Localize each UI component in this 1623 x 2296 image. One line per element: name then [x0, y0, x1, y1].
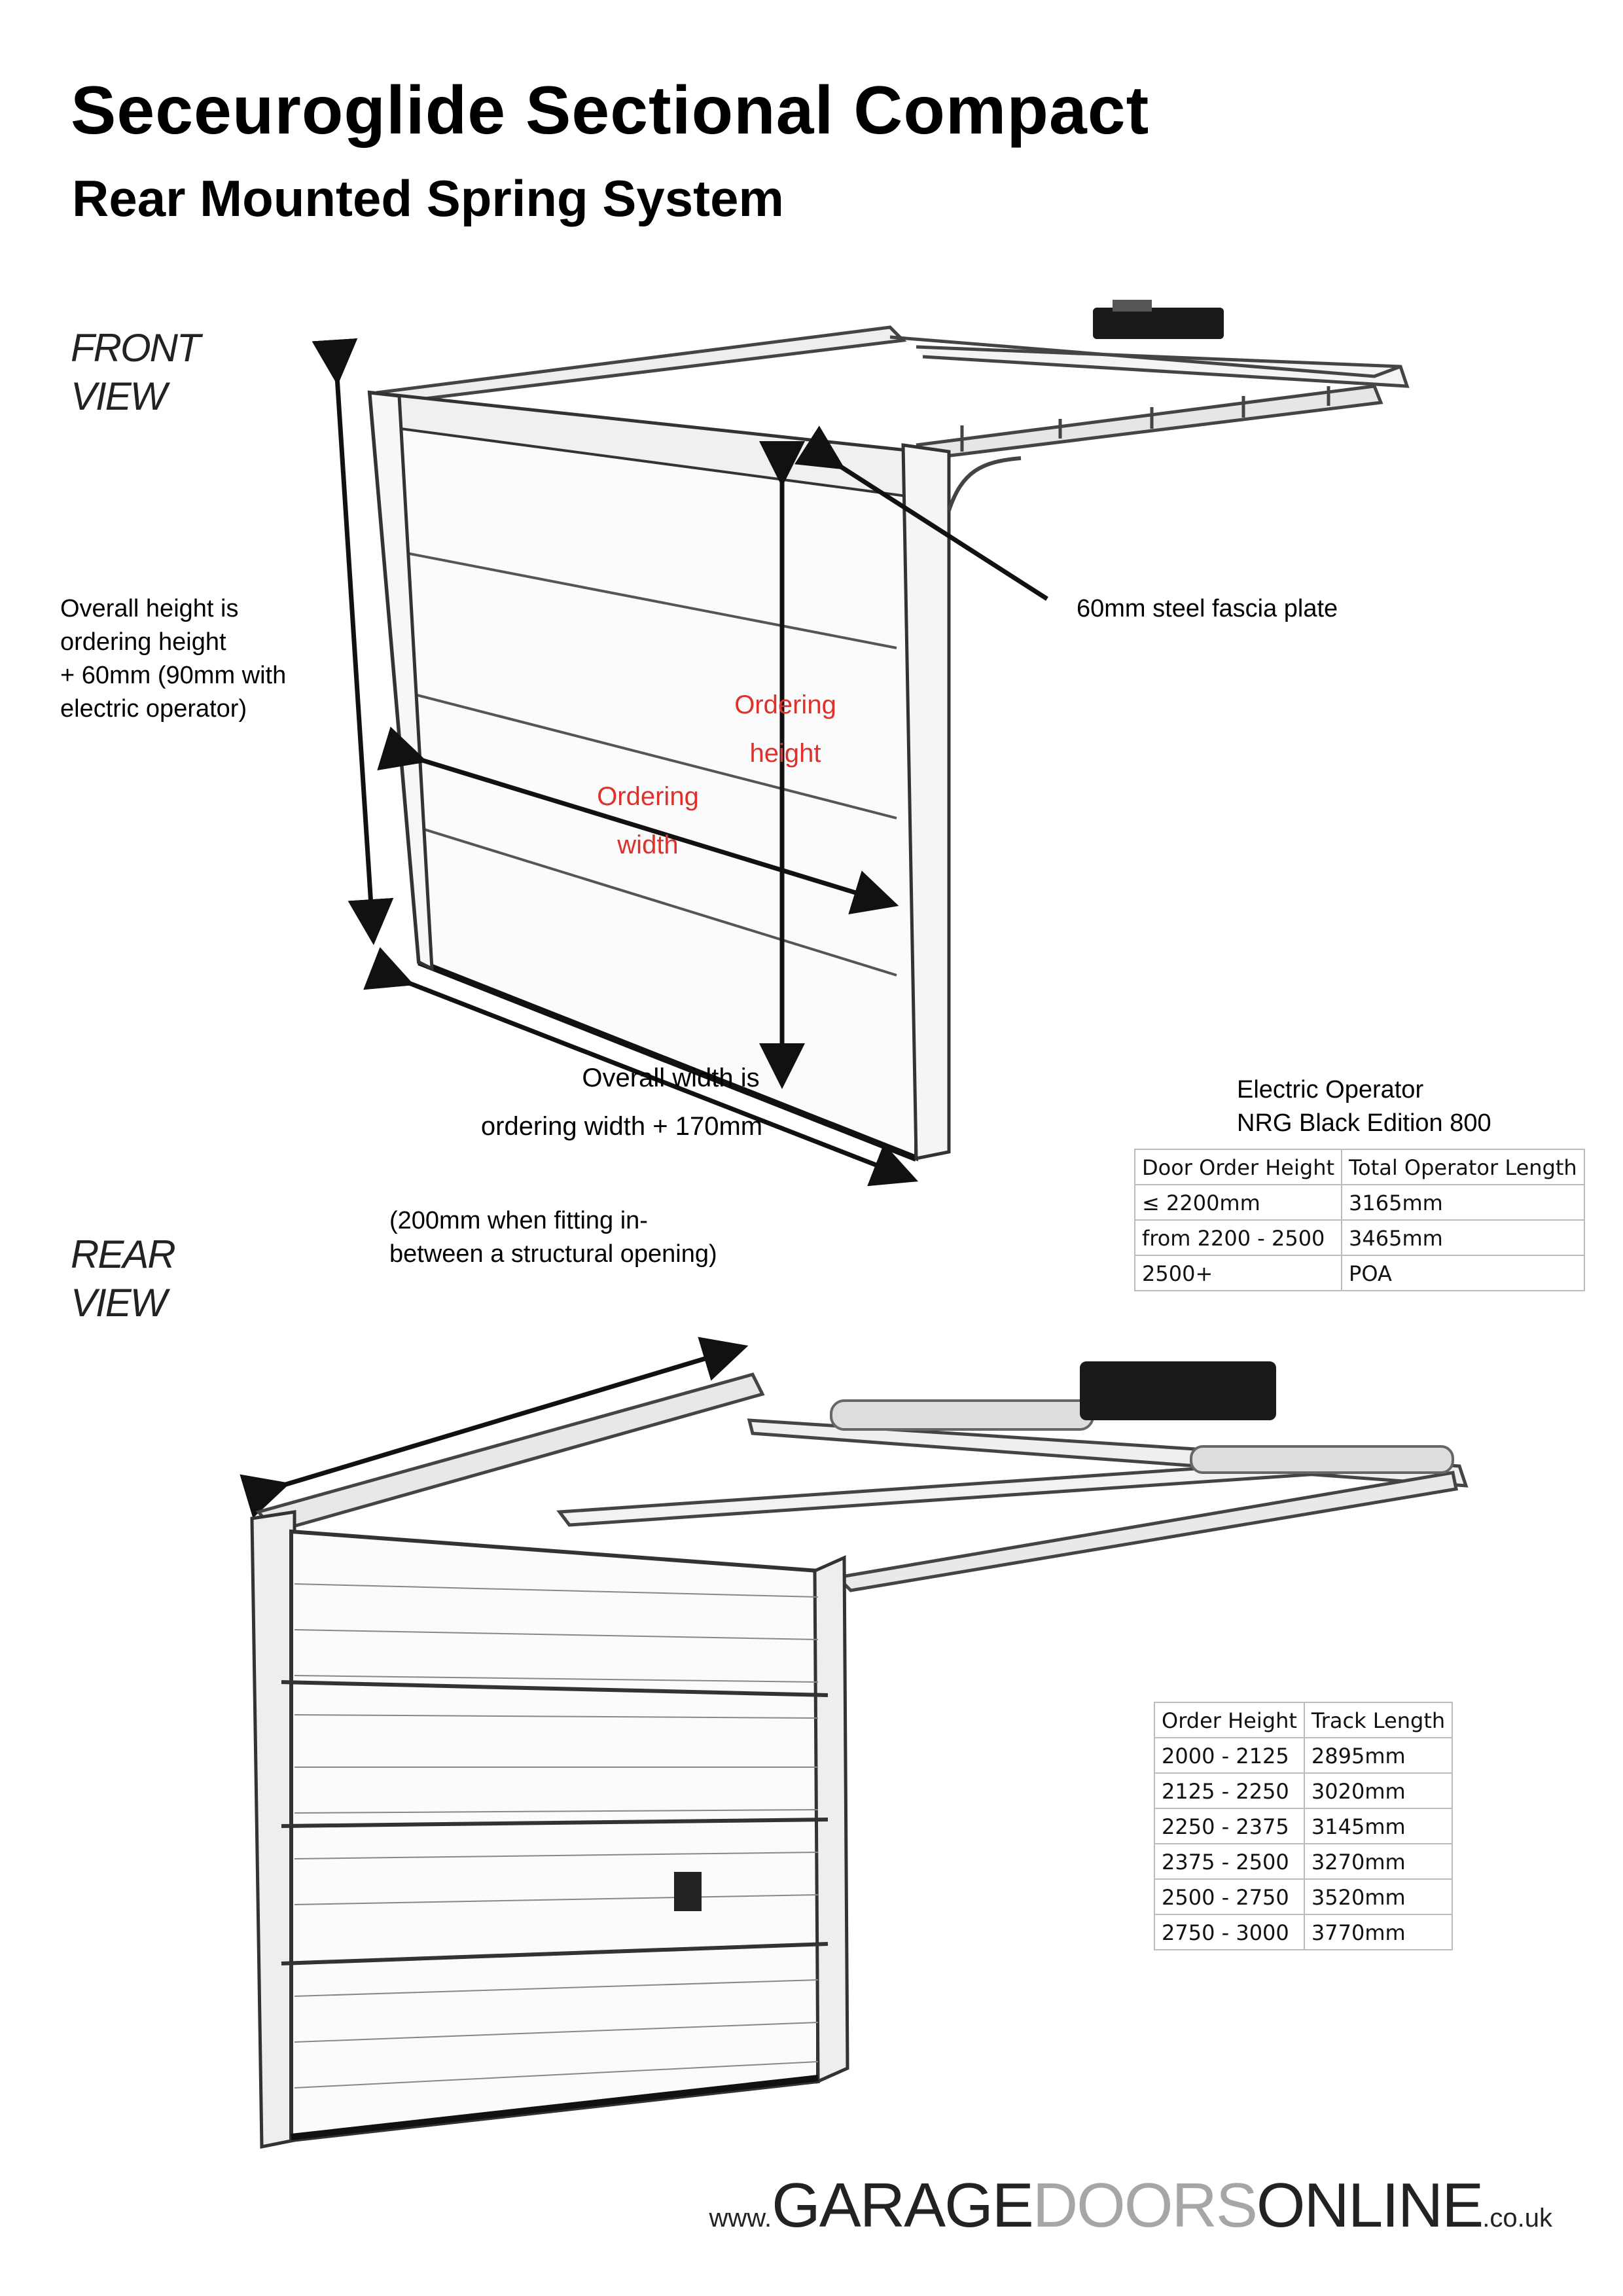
table-cell: 2250 - 2375 [1154, 1808, 1305, 1844]
table-row: from 2200 - 2500 3465mm [1133, 1219, 1585, 1256]
table-header-row: Door Order Height Total Operator Length [1133, 1149, 1585, 1185]
front-dimension-arrows [312, 338, 1048, 1187]
table-row: 2000 - 2125 2895mm [1154, 1737, 1454, 1774]
table-row: 2375 - 2500 3270mm [1154, 1843, 1454, 1880]
table-header-cell: Door Order Height [1133, 1149, 1343, 1185]
logo-suffix: .co.uk [1482, 2204, 1552, 2233]
rear-view-label: REAR VIEW [71, 1232, 176, 1325]
table-cell: 2750 - 3000 [1154, 1914, 1305, 1950]
operator-length-table: Door Order Height Total Operator Length … [1133, 1149, 1585, 1291]
torsion-springs [830, 1399, 1454, 1474]
logo-part-garage: GARAGE [772, 2170, 1034, 2240]
table-cell: 3270mm [1303, 1843, 1454, 1880]
ordering-width-label: Ordering width [597, 782, 699, 859]
track-length-table: Order Height Track Length 2000 - 2125 28… [1154, 1702, 1454, 1950]
table-row: 2125 - 2250 3020mm [1154, 1772, 1454, 1809]
rear-door-panel [250, 1510, 849, 2149]
table-cell: 3520mm [1303, 1878, 1454, 1915]
table-cell: POA [1341, 1255, 1585, 1291]
door-lock-handle-icon [674, 1872, 702, 1911]
table-header-cell: Track Length [1303, 1702, 1454, 1738]
table-cell: 3770mm [1303, 1914, 1454, 1950]
page-subtitle: Rear Mounted Spring System [72, 170, 784, 227]
table-cell: 3165mm [1341, 1184, 1585, 1221]
overall-height-note: Overall height is ordering height + 60mm… [60, 595, 287, 723]
front-top-tracks [376, 325, 1410, 460]
table-row: 2750 - 3000 3770mm [1154, 1914, 1454, 1950]
table-cell: from 2200 - 2500 [1133, 1219, 1343, 1256]
table-cell: 2375 - 2500 [1154, 1843, 1305, 1880]
operator-title: Electric Operator NRG Black Edition 800 [1237, 1076, 1491, 1137]
rear-width-arrow [240, 1336, 749, 1518]
table-cell: 3465mm [1341, 1219, 1585, 1256]
table-cell: 2000 - 2125 [1154, 1737, 1305, 1774]
table-row: 2250 - 2375 3145mm [1154, 1808, 1454, 1844]
table-cell: 3020mm [1303, 1772, 1454, 1809]
table-row: 2500+ POA [1133, 1255, 1585, 1291]
table-header-cell: Order Height [1154, 1702, 1305, 1738]
rear-operator-motor-icon [1080, 1361, 1276, 1420]
structural-opening-note: (200mm when fitting in- between a struct… [389, 1207, 717, 1268]
table-cell: 2895mm [1303, 1737, 1454, 1774]
logo-part-doors: DOORS [1032, 2170, 1258, 2240]
table-cell: 2125 - 2250 [1154, 1772, 1305, 1809]
table-cell: 2500+ [1133, 1255, 1343, 1291]
front-view-label: FRONT VIEW [71, 326, 201, 418]
table-cell: ≤ 2200mm [1133, 1184, 1343, 1221]
operator-motor-icon [1093, 308, 1224, 339]
fascia-plate-label: 60mm steel fascia plate [1077, 595, 1338, 622]
table-header-row: Order Height Track Length [1154, 1702, 1454, 1738]
ordering-height-label: Ordering height [734, 691, 836, 768]
overall-width-note: Overall width is ordering width + 170mm [480, 1064, 763, 1141]
table-row: 2500 - 2750 3520mm [1154, 1878, 1454, 1915]
page-title: Seceuroglide Sectional Compact [71, 73, 1150, 149]
logo-part-online: ONLINE [1256, 2170, 1484, 2240]
table-cell: 3145mm [1303, 1808, 1454, 1844]
garagedoorsonline-logo[interactable]: www.GARAGEDOORSONLINE.co.uk [709, 2170, 1552, 2242]
table-cell: 2500 - 2750 [1154, 1878, 1305, 1915]
logo-prefix: www. [709, 2204, 772, 2233]
table-row: ≤ 2200mm 3165mm [1133, 1184, 1585, 1221]
table-header-cell: Total Operator Length [1341, 1149, 1585, 1185]
